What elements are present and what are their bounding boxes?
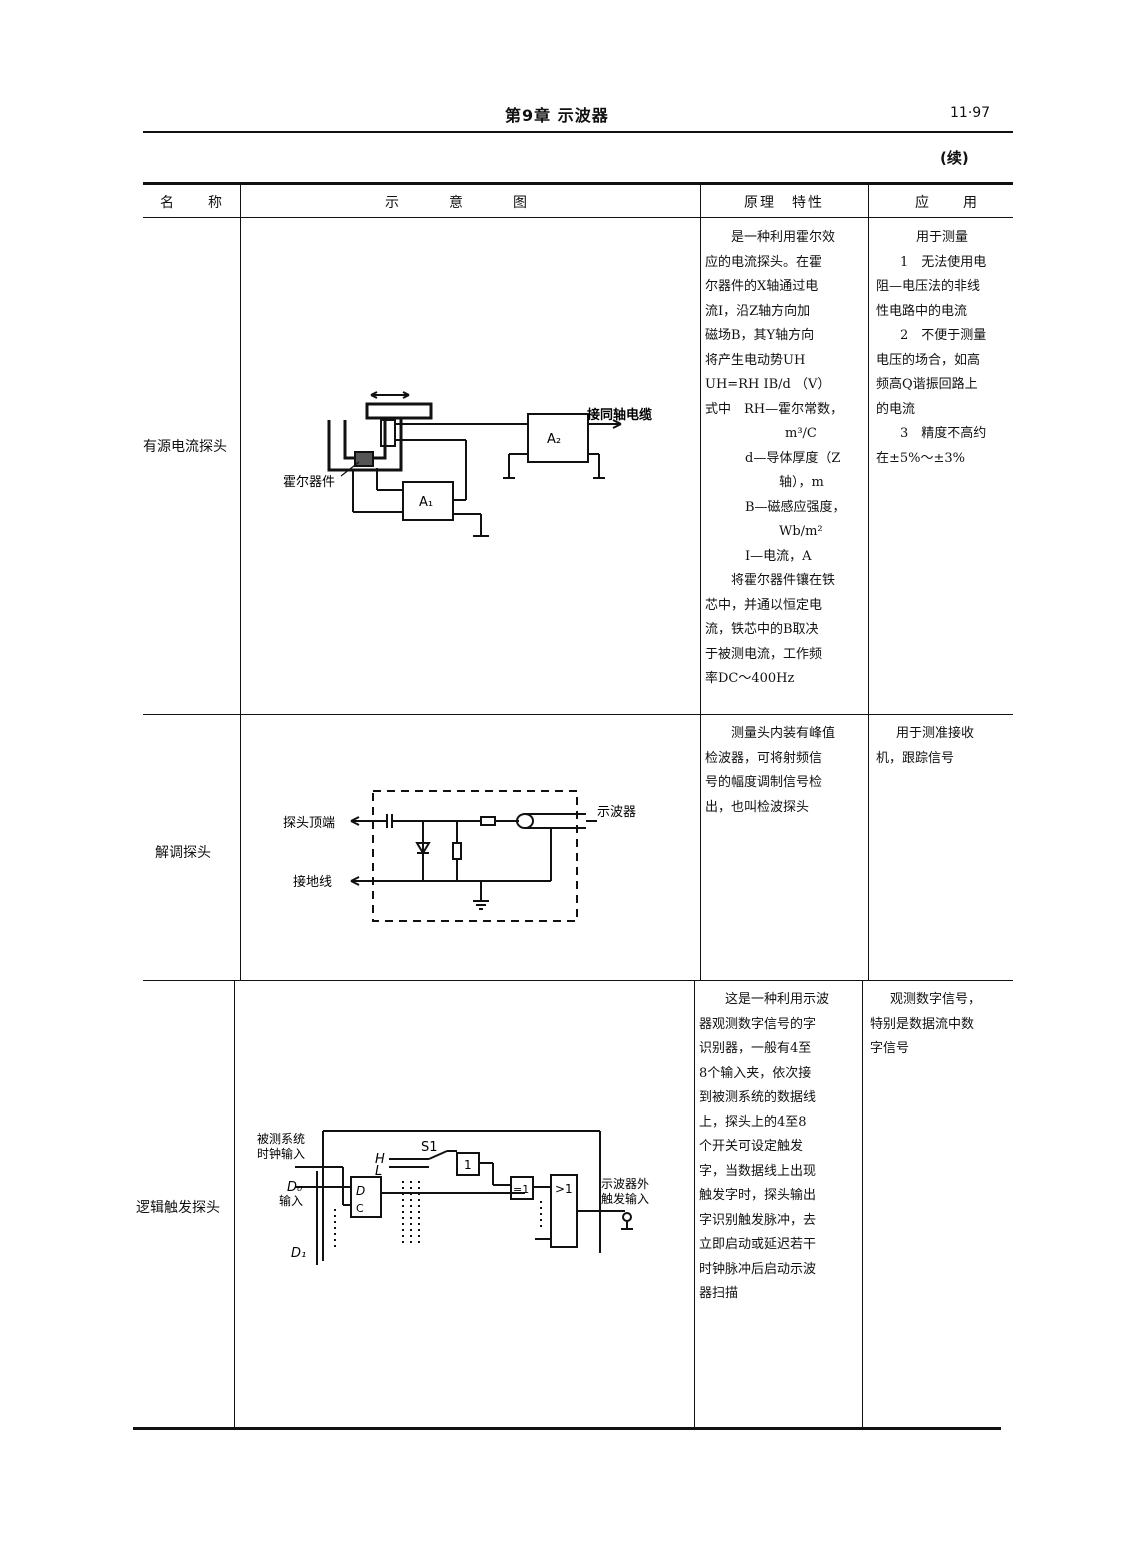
chapter-title: 第9章 示波器 (505, 106, 609, 125)
amp-a2-label: A₂ (547, 432, 561, 447)
col-header-name: 名 称 (160, 195, 224, 211)
label-coax-cable: 接同轴电缆 (587, 407, 652, 423)
gate-1-label: 1 (464, 1158, 472, 1172)
gate-xor-label: =1 (513, 1183, 529, 1196)
page-number: 11·97 (950, 105, 991, 121)
col-header-diagram: 示 意 图 (385, 195, 529, 211)
table-head-rule (143, 217, 1013, 218)
col-divider-3a (868, 185, 869, 980)
application-text-row1: 用于测量 1 无法使用电 阻—电压法的非线 性电路中的电流 2 不便于测量 电压… (876, 230, 987, 466)
table-bottom-rule (133, 1427, 1001, 1430)
col-divider-2b (694, 981, 695, 1428)
label-d0-input: 输入 (279, 1193, 303, 1208)
label-clock-input-line2: 时钟输入 (257, 1146, 305, 1161)
principle-text-row3: 这是一种利用示波 器观测数字信号的字 识别器，一般有4至 8个输入夹，依次接 到… (699, 992, 830, 1301)
label-ground-lead: 接地线 (293, 874, 332, 890)
label-scope-ext-trigger-line1: 示波器外 (601, 1177, 649, 1191)
label-scope-ext-trigger-line2: 触发输入 (601, 1191, 649, 1206)
label-d0: D₀ (287, 1180, 303, 1195)
row-divider-1 (143, 714, 1013, 715)
table-top-rule (143, 182, 1013, 185)
row-name-demodulator-probe: 解调探头 (155, 845, 211, 861)
col-divider-2a (700, 185, 701, 980)
col-header-principle: 原理 特性 (744, 195, 824, 211)
col-divider-3b (862, 981, 863, 1428)
application-text-row3: 观测数字信号， 特别是数据流中数 字信号 (870, 992, 982, 1056)
gate-or-label: >1 (555, 1182, 573, 1196)
continued-mark: (续) (940, 149, 969, 167)
label-s1: S1 (421, 1140, 438, 1155)
flipflop-d-label: D (356, 1184, 365, 1198)
diagram-logic-trigger-probe: 被测系统 时钟输入 D₀ 输入 D₁ H L S1 1 =1 >1 D C 示波… (257, 1130, 649, 1265)
label-clock-input-line1: 被测系统 (257, 1132, 305, 1146)
label-l: L (375, 1164, 382, 1179)
label-d1: D₁ (291, 1246, 306, 1261)
label-h: H (375, 1152, 385, 1167)
diagram-hall-current-probe: 接同轴电缆 霍尔器件 A₂ A₁ (283, 391, 652, 537)
col-header-application: 应 用 (915, 195, 979, 211)
principle-text-row2: 测量头内装有峰值 检波器，可将射频信 号的幅度调制信号检 出，也叫检波探头 (705, 726, 836, 815)
row-name-active-current-probe: 有源电流探头 (143, 439, 227, 455)
principle-text-row1: 是一种利用霍尔效 应的电流探头。在霍 尔器件的X轴通过电 流I，沿Z轴方向加 磁… (705, 230, 846, 686)
row-divider-2 (143, 980, 1013, 981)
label-hall-element: 霍尔器件 (283, 475, 335, 490)
label-probe-tip: 探头顶端 (283, 816, 335, 831)
col-divider-1b (234, 981, 235, 1428)
label-oscilloscope: 示波器 (597, 805, 636, 820)
amp-a1-label: A₁ (419, 495, 433, 510)
flipflop-c-label: C (356, 1202, 364, 1215)
col-divider-1a (240, 185, 241, 980)
row-name-logic-trigger-probe: 逻辑触发探头 (136, 1200, 220, 1216)
header-rule (143, 131, 1013, 133)
diagram-demodulator-probe: 探头顶端 接地线 示波器 (283, 790, 636, 922)
application-text-row2: 用于测准接收 机，跟踪信号 (876, 726, 975, 766)
